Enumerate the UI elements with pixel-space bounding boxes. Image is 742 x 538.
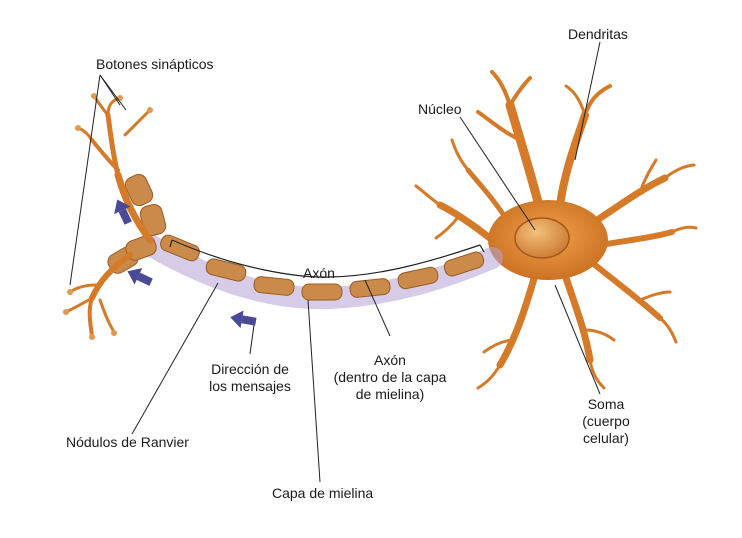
soma-label: Soma (cuerpo celular) [568, 396, 644, 447]
axon-inner-label: Axón (dentro de la capa de mielina) [325, 352, 455, 403]
axon-inner-line-3: de mielina) [355, 386, 425, 402]
leader-lines [69, 41, 601, 483]
dendritas-label: Dendritas [568, 26, 628, 42]
capa-label: Capa de mielina [272, 485, 374, 501]
axon-bracket [169, 239, 485, 278]
synaptic-boutons [63, 93, 153, 340]
axon-top-label: Axón [303, 265, 335, 281]
nodulos-label: Nódulos de Ranvier [66, 434, 189, 450]
soma-line-2: (cuerpo [582, 413, 630, 429]
myelin-segments [160, 234, 485, 301]
soma-line-1: Soma [587, 396, 625, 412]
dendrites [414, 70, 698, 390]
direccion-label: Dirección de los mensajes [195, 361, 305, 395]
arrow-upper-left-icon [114, 199, 132, 225]
direccion-line-2: los mensajes [209, 378, 291, 394]
axon-inner-line-2: (dentro de la capa [333, 369, 447, 385]
nucleo-label: Núcleo [418, 101, 462, 117]
arrow-message-icon [230, 310, 257, 329]
direccion-line-1: Dirección de [211, 361, 289, 377]
terminal-branches [64, 94, 154, 338]
botones-label: Botones sinápticos [96, 56, 214, 72]
arrow-left-icon [127, 268, 153, 286]
soma-line-3: celular) [583, 430, 629, 446]
nucleus [514, 217, 570, 259]
direction-arrows [114, 199, 257, 329]
axon-inner-line-1: Axón [374, 352, 406, 368]
